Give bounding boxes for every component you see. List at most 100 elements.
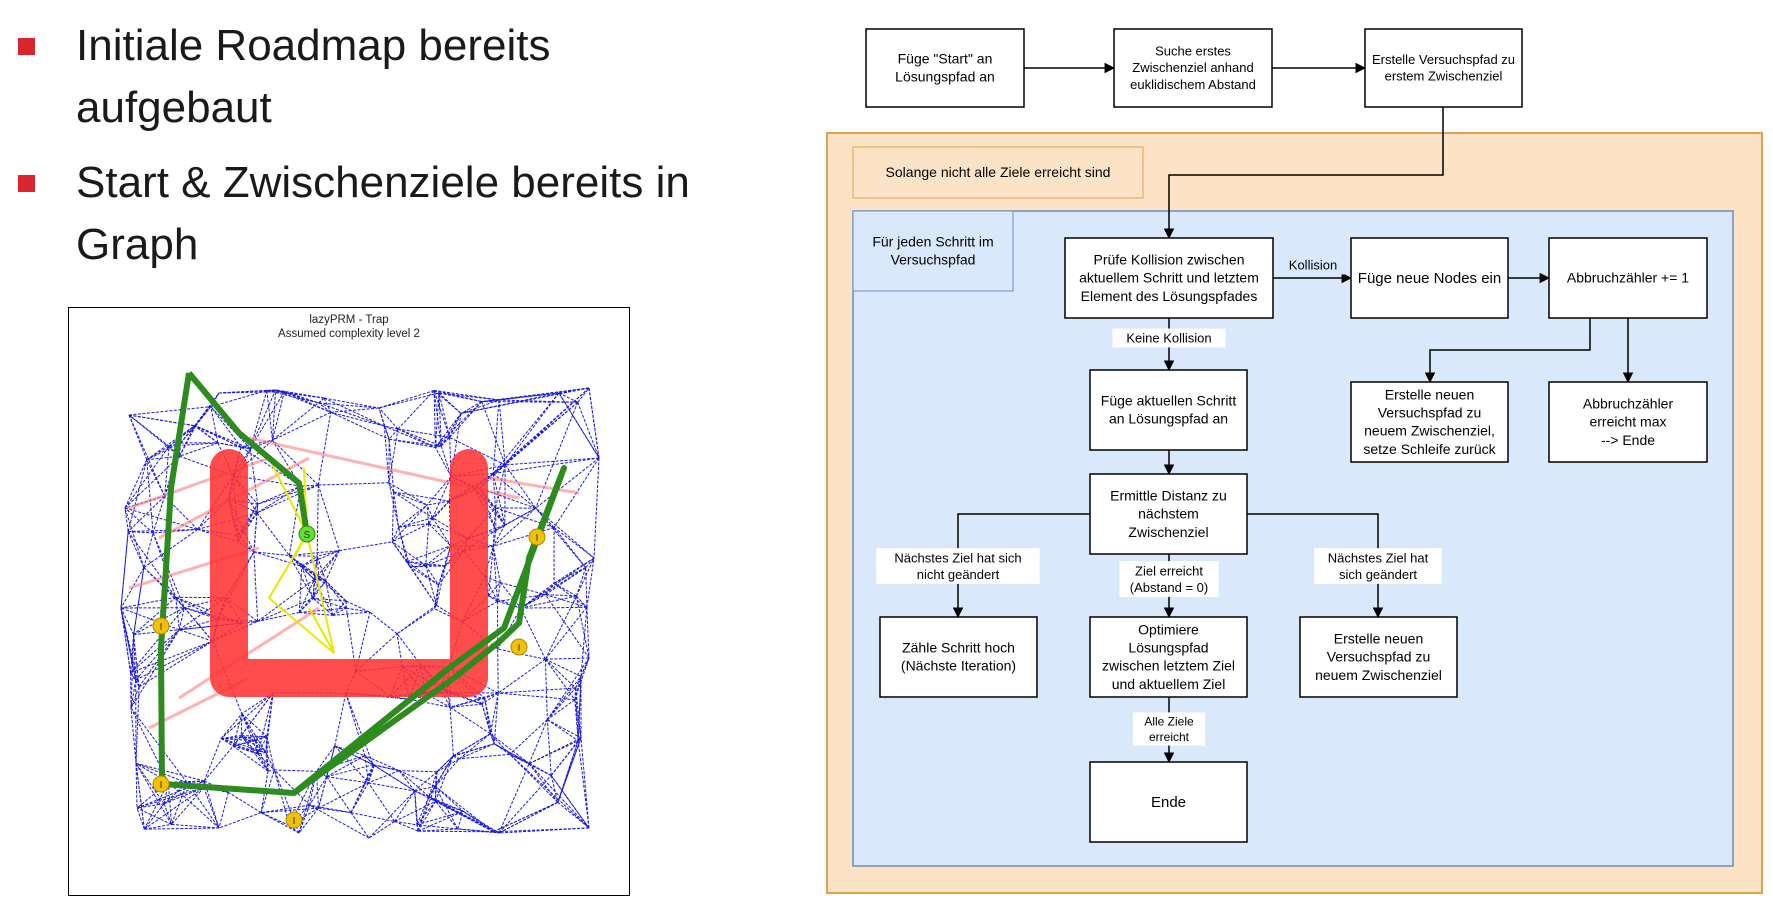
flow-node-text: Versuchspfad zu: [1378, 404, 1482, 420]
edge-label-text: Alle Ziele: [1144, 715, 1194, 729]
flow-node-n-step: Für jeden Schritt im Versuchspfad: [852, 210, 1014, 292]
flow-node-text: Zähle Schritt hoch: [902, 639, 1015, 655]
flow-edge-abort-to-newtrial: [1424, 318, 1591, 384]
solution-path-segment: [186, 371, 310, 535]
edge-label-text: Nächstes Ziel hat sich: [894, 550, 1021, 565]
flow-node-text: an Lösungspfad an: [1109, 411, 1228, 427]
bullet-text-line: Start & Zwischenziele bereits in: [76, 158, 690, 207]
goal-marker: I: [152, 775, 170, 793]
flow-node-n-count: Zähle Schritt hoch (Nächste Iteration): [879, 616, 1038, 698]
edge-label-text: Nächstes Ziel hat: [1328, 550, 1429, 565]
bullet-text-line: aufgebaut: [76, 83, 272, 132]
flow-node-text: nächstem: [1138, 506, 1199, 522]
flow-node-text: Zwischenziel: [1128, 524, 1208, 540]
step-container: [852, 210, 1734, 867]
svg-text:I: I: [160, 622, 163, 633]
flow-node-text: Zwischenziel anhand: [1132, 60, 1253, 75]
edge-label-text: sich geändert: [1339, 567, 1417, 582]
flow-node-text: Versuchspfad zu: [1327, 649, 1431, 665]
flow-node-text: Prüfe Kollision zwischen: [1094, 251, 1245, 267]
roadmap-plot: lazyPRM - Trap Assumed complexity level …: [68, 307, 630, 896]
flow-node-text: neuem Zwischenziel,: [1364, 423, 1495, 439]
flow-node-text: Lösungspfad an: [895, 69, 995, 85]
plot-subtitle: Assumed complexity level 2: [278, 328, 420, 340]
roadmap-edges: [120, 387, 600, 839]
edge-label-changed: Nächstes Ziel hat sich geändert: [1314, 548, 1442, 584]
edge-label-text: (Abstand = 0): [1130, 580, 1208, 595]
flow-node-text: zwischen letztem Ziel: [1102, 658, 1235, 674]
flow-node-text: aktuellem Schritt und letztem: [1079, 270, 1259, 286]
flow-node-n-add-nodes: Füge neue Nodes ein: [1350, 237, 1509, 319]
flow-node-text: Erstelle neuen: [1385, 386, 1475, 402]
svg-text:I: I: [293, 816, 296, 827]
solution-path: [158, 372, 567, 796]
edge-label-kollision: Kollision: [1277, 255, 1349, 275]
flow-node-text: Suche erstes: [1155, 43, 1231, 58]
trap-obstacle: [210, 449, 488, 697]
edge-label-text: Keine Kollision: [1126, 331, 1211, 346]
flow-node-n-check: Prüfe Kollision zwischen aktuellem Schrit…: [1064, 237, 1274, 319]
goal-marker: I: [285, 811, 303, 829]
flow-node-n-abort-inc: Abbruchzähler += 1: [1548, 237, 1708, 319]
flow-node-text: Erstelle Versuchspfad zu: [1372, 52, 1515, 67]
goal-marker: I: [152, 617, 170, 635]
flow-node-text: Ende: [1151, 794, 1186, 811]
flow-node-text: Für jeden Schritt im: [872, 233, 993, 249]
flow-node-text: Ermittle Distanz zu: [1110, 487, 1227, 503]
flow-node-text: Lösungspfad: [1128, 639, 1208, 655]
roadmap-graph: I I I I I S: [120, 371, 600, 839]
flow-edge-trial-to-check: [1163, 107, 1444, 240]
flow-node-text: Optimiere: [1138, 621, 1199, 637]
flow-node-text: erreicht max: [1589, 414, 1666, 430]
plot-title: lazyPRM - Trap: [309, 314, 389, 326]
flow-node-text: Füge neue Nodes ein: [1358, 270, 1501, 287]
svg-text:I: I: [518, 643, 521, 654]
edge-label-not-changed: Nächstes Ziel hat sich nicht geändert: [876, 548, 1040, 584]
flow-node-text: Element des Lösungspfades: [1081, 288, 1258, 304]
flow-node-text: euklidischem Abstand: [1130, 77, 1256, 92]
goal-marker: I: [528, 528, 546, 546]
loop-container: [826, 132, 1763, 894]
flow-node-n-trial: Erstelle Versuchspfad zu erstem Zwischenz…: [1364, 28, 1523, 108]
flow-node-text: Abbruchzähler: [1583, 395, 1674, 411]
edge-label-text: Kollision: [1289, 258, 1337, 273]
flow-node-n-end: Ende: [1089, 761, 1248, 843]
edge-label-reached: Ziel erreicht (Abstand = 0): [1119, 561, 1219, 597]
edge-label-text: nicht geändert: [917, 567, 1000, 582]
edge-label-text: Ziel erreicht: [1135, 563, 1203, 578]
bullet-marker: [18, 175, 35, 192]
flow-node-n-abort-max: Abbruchzähler erreicht max --> Ende: [1548, 381, 1708, 463]
bullet-marker: [18, 38, 35, 55]
flow-node-text: --> Ende: [1601, 432, 1655, 448]
flow-node-text: erstem Zwischenziel: [1385, 69, 1503, 84]
flow-edge-dist-to-count: [952, 513, 1090, 619]
flow-node-text: neuem Zwischenziel: [1315, 667, 1442, 683]
flow-node-n-loop: Solange nicht alle Ziele erreicht sind: [852, 146, 1144, 199]
bullet-text-line: Graph: [76, 220, 199, 269]
flow-node-n-append: Füge aktuellen Schritt an Lösungspfad an: [1089, 369, 1248, 451]
goal-marker: I: [510, 638, 528, 656]
flow-node-text: setze Schleife zurück: [1363, 441, 1496, 457]
svg-text:S: S: [304, 530, 311, 541]
flow-edge-dist-to-newtrial2: [1247, 513, 1384, 619]
svg-text:I: I: [536, 533, 539, 544]
flow-node-text: Füge aktuellen Schritt: [1101, 392, 1237, 408]
flow-node-text: und aktuellem Ziel: [1112, 676, 1226, 692]
flow-node-text: Versuchspfad: [891, 252, 976, 268]
flow-node-text: Erstelle neuen: [1334, 630, 1424, 646]
edge-label-text: erreicht: [1149, 730, 1190, 744]
start-marker: S: [298, 525, 316, 543]
flow-node-text: (Nächste Iteration): [901, 658, 1016, 674]
edge-label-keine-kollision: Keine Kollision: [1112, 328, 1226, 348]
svg-text:I: I: [160, 780, 163, 791]
bullet-text-line: Initiale Roadmap bereits: [76, 21, 551, 70]
flow-node-text: Solange nicht alle Ziele erreicht sind: [886, 164, 1111, 180]
flow-node-text: Abbruchzähler += 1: [1567, 270, 1689, 286]
